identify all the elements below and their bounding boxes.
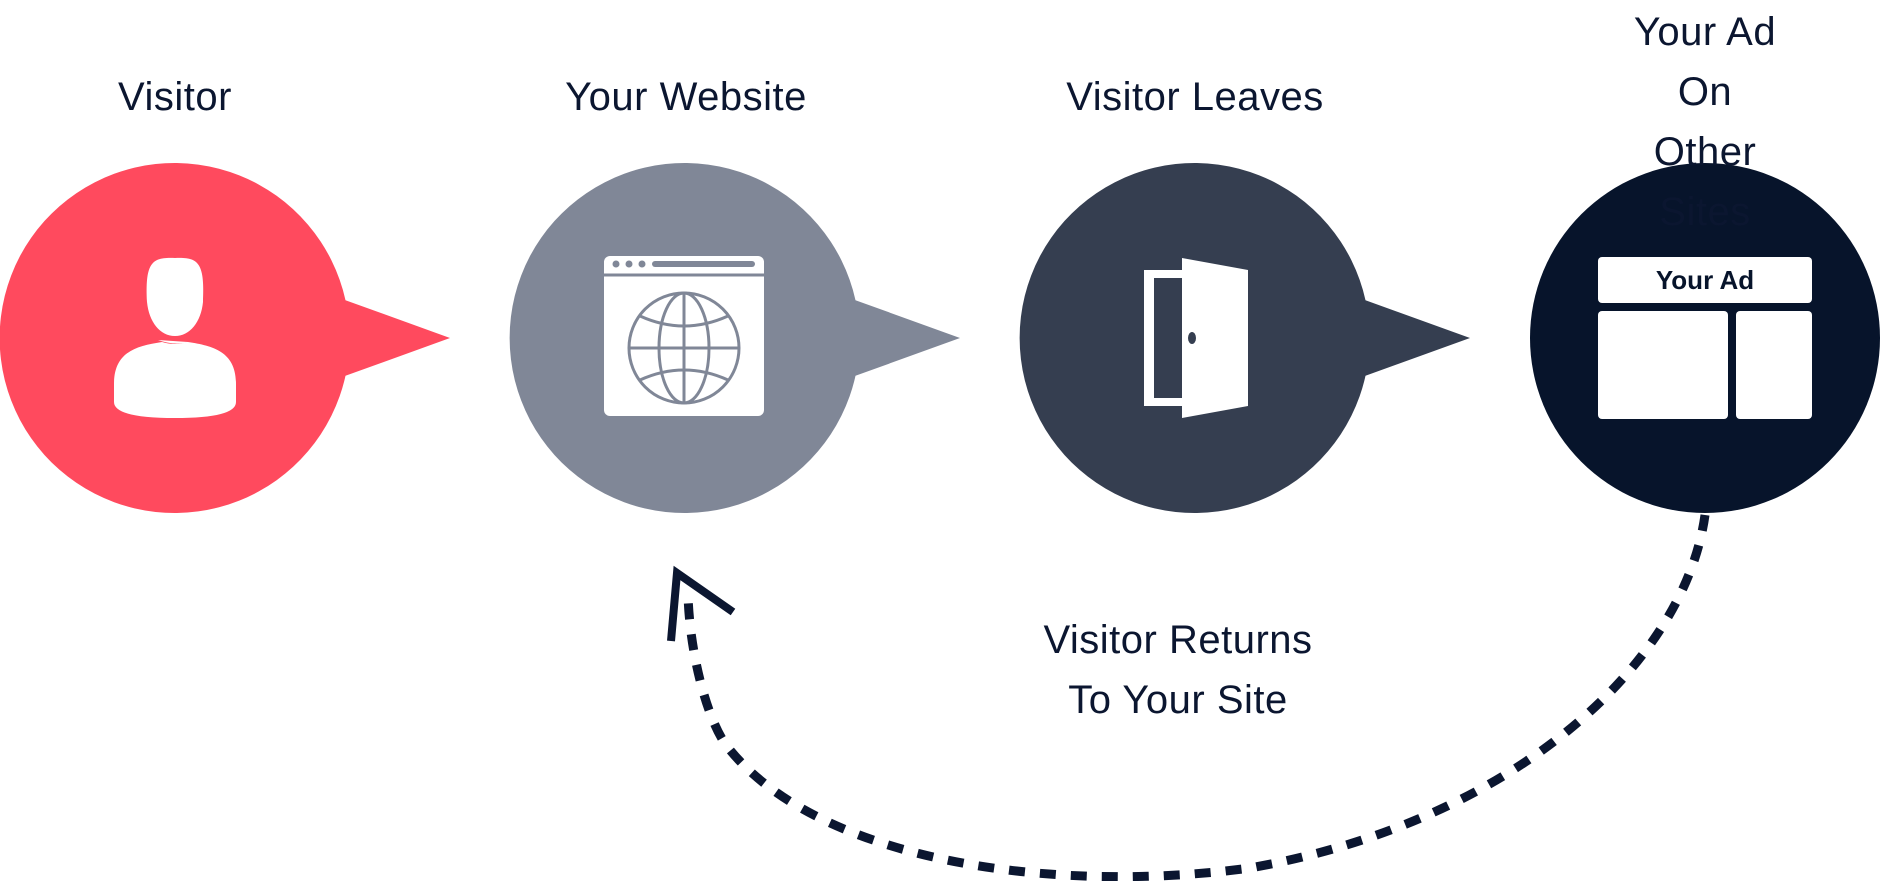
ad-label: Your Ad — [1656, 265, 1754, 295]
label-visitor-returns: Visitor Returns To Your Site — [1043, 618, 1313, 722]
return-arrow-head — [667, 565, 736, 642]
label-visitor-leaves: Visitor Leaves — [1066, 75, 1324, 119]
step-your-ad: Your Ad — [1530, 163, 1880, 513]
open-door-icon — [1144, 258, 1248, 418]
step-visitor-leaves — [1019, 162, 1470, 513]
label-visitor: Visitor — [118, 75, 232, 119]
return-arrow — [667, 514, 1710, 882]
return-arrow-path — [683, 514, 1710, 882]
step-visitor — [0, 163, 450, 513]
label-your-ad-on-other-sites: Your Ad On Other Sites — [1633, 10, 1777, 234]
visitor-bubble — [0, 163, 450, 513]
ad-layout-icon: Your Ad — [1598, 257, 1812, 419]
browser-globe-icon — [604, 256, 764, 416]
person-icon — [114, 257, 236, 418]
step-your-website — [509, 162, 960, 513]
label-your-website: Your Website — [565, 75, 807, 119]
